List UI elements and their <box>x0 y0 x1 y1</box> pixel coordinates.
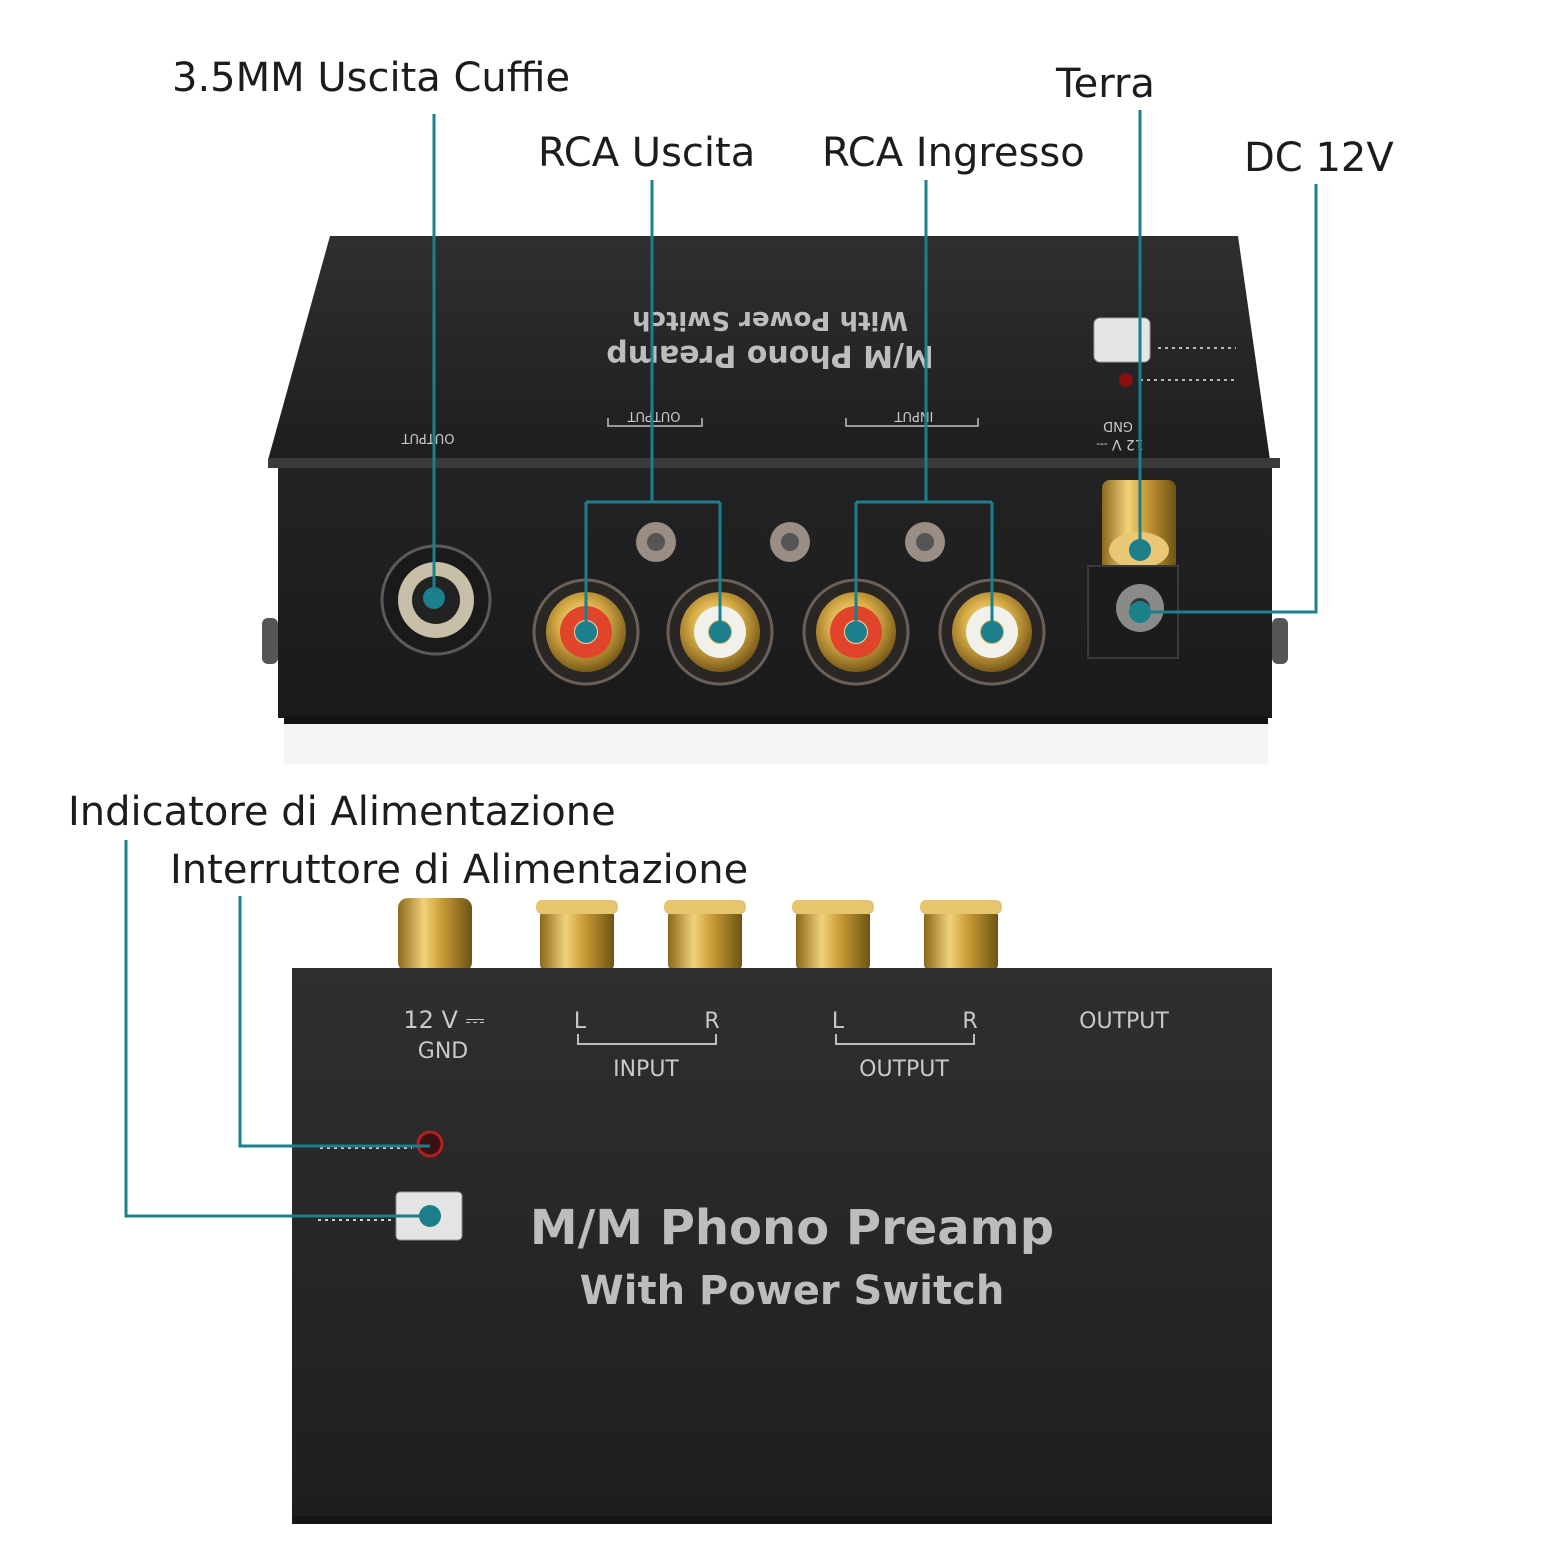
output-right-label: R <box>962 1009 977 1034</box>
top-subtitle-mirrored: With Power Switch <box>632 305 908 335</box>
power-switch-callout: Interruttore di Alimentazione <box>170 847 749 893</box>
ground-callout: Terra <box>1056 61 1155 107</box>
screw <box>905 522 945 562</box>
rca-input-callout: RCA Ingresso <box>822 130 1085 176</box>
top-power-led <box>1119 373 1133 387</box>
top-power-switch[interactable] <box>1093 317 1151 363</box>
bottom-device: 12 V ⎓ GND L R INPUT L R OUTPUT OUTPUT M… <box>292 898 1272 1524</box>
screw <box>636 522 676 562</box>
top-device: M/M Phono Preamp With Power Switch OUTPU… <box>262 236 1288 724</box>
power-spec-label: 12 V ⎓ <box>403 1006 484 1034</box>
rca-output-callout: RCA Uscita <box>538 130 756 176</box>
output-left-label: L <box>832 1009 845 1034</box>
headphone-output-callout: 3.5MM Uscita Cuffie <box>172 55 571 101</box>
input-label: INPUT <box>613 1057 679 1082</box>
screw <box>770 522 810 562</box>
gnd-label: GND <box>418 1039 468 1064</box>
callout-dots <box>419 539 1151 1227</box>
device-title: M/M Phono Preamp <box>530 1200 1054 1256</box>
dc-callout: DC 12V <box>1244 135 1394 181</box>
headphone-output-label: OUTPUT <box>1079 1009 1169 1034</box>
top-power-label: 12 V ⎓ <box>1096 436 1143 452</box>
rca-jack-rear <box>920 900 1002 972</box>
input-right-label: R <box>704 1009 719 1034</box>
device-subtitle: With Power Switch <box>580 1268 1005 1314</box>
top-headphone-label: OUTPUT <box>401 430 454 445</box>
power-indicator-callout: Indicatore di Alimentazione <box>68 789 616 835</box>
rca-jack-rear <box>536 900 618 972</box>
top-device-lid <box>268 236 1270 460</box>
callout-lines <box>124 110 1318 1218</box>
top-output-label: OUTPUT <box>627 408 680 423</box>
output-label: OUTPUT <box>859 1057 949 1082</box>
ground-terminal-rear <box>398 898 472 972</box>
bottom-device-lid <box>292 968 1272 1518</box>
power-led <box>416 1130 444 1158</box>
top-title-mirrored: M/M Phono Preamp <box>606 338 934 373</box>
rca-jack-rear <box>664 900 746 972</box>
input-left-label: L <box>574 1009 587 1034</box>
rca-jack-rear <box>792 900 874 972</box>
top-input-label: INPUT <box>895 408 934 423</box>
top-gnd-label: GND <box>1103 418 1133 433</box>
